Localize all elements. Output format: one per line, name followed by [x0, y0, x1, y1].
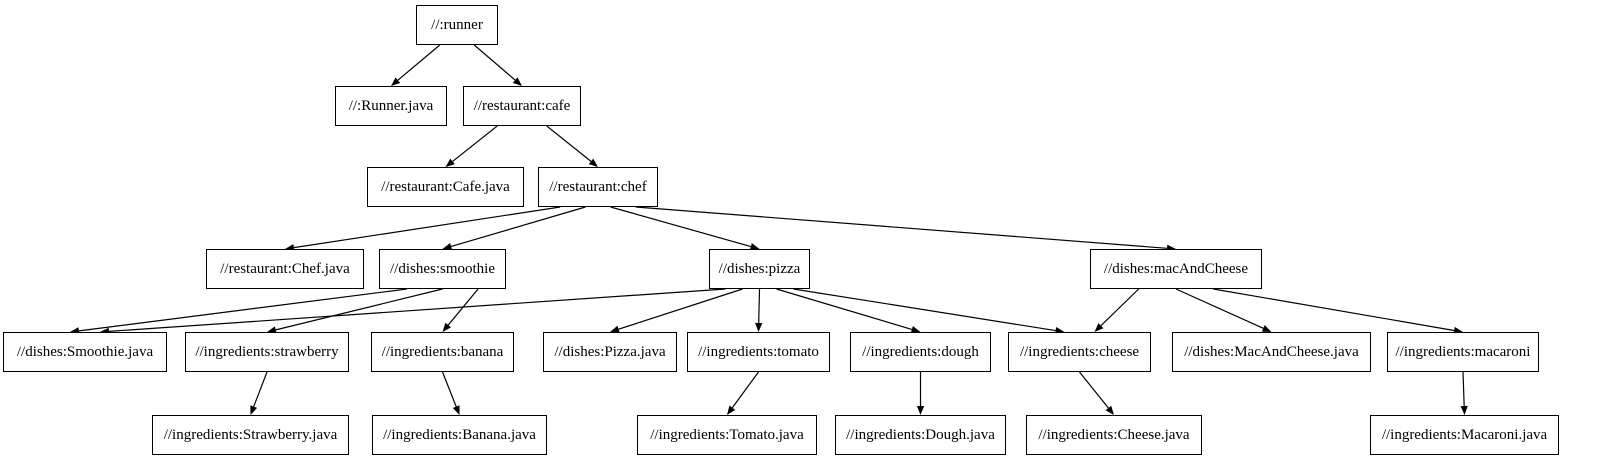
graph-node-ing_banana_java[interactable]: //ingredients:Banana.java	[372, 415, 547, 455]
graph-node-ing_macaroni[interactable]: //ingredients:macaroni	[1387, 332, 1539, 372]
graph-node-dishes_pizza[interactable]: //dishes:pizza	[709, 249, 810, 289]
node-label: //ingredients:cheese	[1019, 343, 1140, 360]
graph-node-ing_cheese_java[interactable]: //ingredients:Cheese.java	[1026, 415, 1202, 455]
node-label: //dishes:macAndCheese	[1103, 260, 1249, 277]
graph-edge-dishes_pizza-to-dishes_smoothie_java	[108, 288, 726, 332]
graph-node-ing_dough_java[interactable]: //ingredients:Dough.java	[835, 415, 1006, 455]
graph-edge-dishes_pizza-to-ing_tomato	[758, 288, 761, 324]
graph-node-dishes_smoothie_java[interactable]: //dishes:Smoothie.java	[3, 332, 167, 372]
graph-edge-dishes_smoothie-to-ing_banana	[447, 288, 479, 326]
arrowhead-icon	[512, 77, 522, 86]
node-label: //dishes:smoothie	[390, 260, 495, 277]
arrowhead-icon	[588, 158, 598, 167]
graph-edge-runner-to-restaurant_cafe	[473, 44, 516, 81]
node-label: //:Runner.java	[348, 97, 434, 114]
graph-node-dishes_pizza_java[interactable]: //dishes:Pizza.java	[543, 332, 677, 372]
graph-node-ing_tomato[interactable]: //ingredients:tomato	[687, 332, 830, 372]
graph-edge-dishes_macandcheese-to-dishes_mac_java	[1175, 288, 1264, 329]
graph-node-runner[interactable]: //:runner	[416, 5, 498, 45]
graph-node-restaurant_chef_java[interactable]: //restaurant:Chef.java	[206, 249, 364, 289]
graph-node-dishes_mac_java[interactable]: //dishes:MacAndCheese.java	[1172, 332, 1371, 372]
graph-node-ing_strawberry_java[interactable]: //ingredients:Strawberry.java	[152, 415, 349, 455]
graph-edge-ing_tomato-to-ing_tomato_java	[731, 371, 759, 409]
node-label: //ingredients:Tomato.java	[650, 426, 804, 443]
arrowhead-icon	[916, 406, 925, 415]
arrowhead-icon	[391, 77, 401, 86]
graph-edge-restaurant_chef-to-dishes_pizza	[610, 206, 752, 248]
graph-edge-runner-to-runner_java	[397, 44, 441, 81]
arrowhead-icon	[727, 405, 736, 415]
graph-edge-ing_cheese-to-ing_cheese_java	[1079, 371, 1109, 409]
node-label: //ingredients:tomato	[698, 343, 819, 360]
node-label: //dishes:Smoothie.java	[16, 343, 154, 360]
arrowhead-icon	[1094, 323, 1104, 332]
graph-edge-dishes_pizza-to-dishes_pizza_java	[618, 288, 743, 330]
node-label: //restaurant:chef	[549, 178, 647, 195]
graph-node-dishes_macandcheese[interactable]: //dishes:macAndCheese	[1090, 249, 1262, 289]
arrowhead-icon	[755, 322, 763, 332]
graph-node-runner_java[interactable]: //:Runner.java	[335, 86, 447, 126]
graph-edge-dishes_pizza-to-ing_dough	[776, 288, 913, 331]
arrowhead-icon	[445, 158, 455, 167]
node-label: //dishes:Pizza.java	[554, 343, 666, 360]
node-label: //:runner	[431, 16, 483, 33]
node-label: //restaurant:Cafe.java	[381, 178, 510, 195]
node-label: //ingredients:Dough.java	[846, 426, 995, 443]
graph-edge-restaurant_cafe-to-restaurant_cafe_java	[452, 125, 498, 162]
graph-node-ing_macaroni_java[interactable]: //ingredients:Macaroni.java	[1370, 415, 1559, 455]
graph-edge-restaurant_chef-to-dishes_macandcheese	[635, 206, 1168, 249]
graph-node-ing_dough[interactable]: //ingredients:dough	[850, 332, 991, 372]
graph-edge-dishes_macandcheese-to-ing_cheese	[1100, 288, 1140, 327]
node-label: //ingredients:Macaroni.java	[1381, 426, 1548, 443]
node-label: //ingredients:Cheese.java	[1038, 426, 1190, 443]
graph-edge-ing_banana-to-ing_banana_java	[441, 371, 457, 407]
graph-node-restaurant_cafe[interactable]: //restaurant:cafe	[463, 86, 581, 126]
graph-node-dishes_smoothie[interactable]: //dishes:smoothie	[379, 249, 506, 289]
graph-node-ing_banana[interactable]: //ingredients:banana	[371, 332, 514, 372]
node-label: //dishes:pizza	[718, 260, 801, 277]
graph-node-restaurant_chef[interactable]: //restaurant:chef	[538, 167, 658, 207]
node-label: //ingredients:Banana.java	[383, 426, 536, 443]
node-label: //ingredients:Strawberry.java	[163, 426, 338, 443]
graph-edge-dishes_macandcheese-to-ing_macaroni	[1213, 288, 1455, 332]
graph-node-ing_tomato_java[interactable]: //ingredients:Tomato.java	[637, 415, 817, 455]
node-label: //restaurant:Chef.java	[220, 260, 350, 277]
arrowhead-icon	[1460, 405, 1468, 415]
node-label: //ingredients:macaroni	[1395, 343, 1531, 360]
graph-edge-ing_strawberry-to-ing_strawberry_java	[253, 371, 268, 407]
node-label: //ingredients:strawberry	[195, 343, 339, 360]
node-label: //ingredients:banana	[381, 343, 504, 360]
graph-edge-dishes_pizza-to-ing_cheese	[793, 288, 1056, 332]
arrowhead-icon	[1105, 405, 1114, 415]
arrowhead-icon	[452, 405, 460, 415]
arrowhead-icon	[250, 405, 258, 415]
graph-node-ing_cheese[interactable]: //ingredients:cheese	[1008, 332, 1151, 372]
graph-edge-restaurant_chef-to-dishes_smoothie	[450, 206, 586, 248]
graph-edge-dishes_smoothie-to-ing_strawberry	[275, 288, 443, 331]
arrowhead-icon	[1261, 325, 1272, 332]
node-label: //dishes:MacAndCheese.java	[1184, 343, 1359, 360]
graph-node-ing_strawberry[interactable]: //ingredients:strawberry	[185, 332, 349, 372]
graph-edge-restaurant_chef-to-restaurant_chef_java	[293, 206, 561, 249]
graph-edge-dishes_smoothie-to-dishes_smoothie_java	[78, 288, 408, 332]
graph-edge-ing_macaroni-to-ing_macaroni_java	[1462, 371, 1465, 407]
node-label: //ingredients:dough	[862, 343, 979, 360]
graph-node-restaurant_cafe_java[interactable]: //restaurant:Cafe.java	[367, 167, 524, 207]
arrowhead-icon	[442, 322, 452, 332]
graph-edge-restaurant_cafe-to-restaurant_chef	[546, 125, 592, 162]
node-label: //restaurant:cafe	[473, 97, 571, 114]
